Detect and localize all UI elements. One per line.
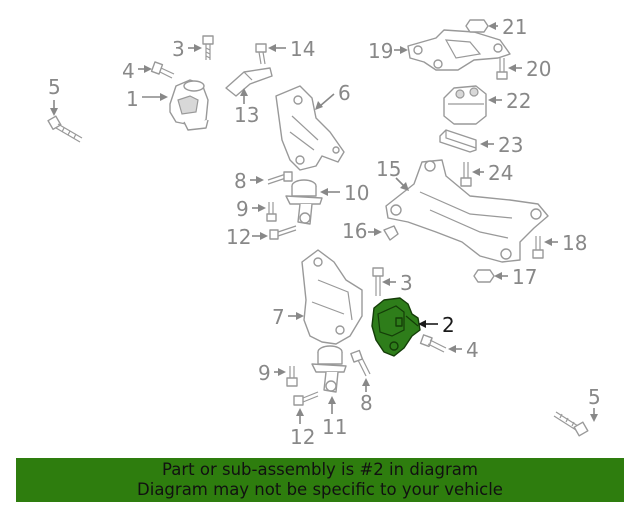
callout-2[interactable]: 2 (418, 313, 455, 337)
part-16-clip (383, 225, 399, 241)
callout-1: 1 (126, 87, 168, 111)
callout-8-lower: 8 (360, 378, 373, 415)
svg-text:6: 6 (338, 81, 351, 105)
svg-text:12: 12 (290, 425, 315, 449)
part-1-engine-mount (169, 79, 209, 131)
part-4-bolt-middle (419, 334, 447, 353)
svg-text:9: 9 (236, 197, 249, 221)
callout-8-upper: 8 (234, 169, 264, 193)
callout-12-upper: 12 (226, 225, 268, 249)
part-23-plate (439, 129, 477, 153)
part-5-bolt-right (553, 411, 589, 437)
svg-text:18: 18 (562, 231, 587, 255)
svg-text:3: 3 (400, 271, 413, 295)
part-2-transmission-mount (371, 297, 421, 357)
callout-5-right: 5 (588, 385, 601, 422)
callout-3-upper: 3 (172, 37, 202, 61)
svg-text:3: 3 (172, 37, 185, 61)
svg-text:19: 19 (368, 39, 393, 63)
part-8-bolt-upper (267, 171, 293, 185)
svg-text:23: 23 (498, 133, 523, 157)
part-21-nut (465, 19, 489, 33)
svg-text:24: 24 (488, 161, 513, 185)
svg-text:20: 20 (526, 57, 551, 81)
callout-9-upper: 9 (236, 197, 266, 221)
callout-4-middle: 4 (448, 338, 479, 362)
svg-text:1: 1 (126, 87, 139, 111)
svg-text:9: 9 (258, 361, 271, 385)
part-8-bolt-lower (350, 349, 371, 377)
part-13-bracket (225, 67, 273, 97)
svg-text:12: 12 (226, 225, 251, 249)
callout-13: 13 (234, 88, 259, 127)
part-7-bracket (301, 249, 363, 345)
part-11-mount (311, 345, 347, 393)
callout-16: 16 (342, 219, 382, 243)
svg-text:8: 8 (234, 169, 247, 193)
part-15-subframe (385, 159, 549, 263)
info-banner: Part or sub-assembly is #2 in diagram Di… (16, 458, 624, 502)
callout-21: 21 (488, 15, 527, 39)
svg-text:5: 5 (588, 385, 601, 409)
part-19-crossmember (407, 29, 511, 71)
part-3-bolt-upper (202, 35, 214, 60)
callout-5-left: 5 (48, 75, 61, 116)
svg-text:15: 15 (376, 157, 401, 181)
svg-text:17: 17 (512, 265, 537, 289)
callout-11: 11 (322, 396, 347, 439)
svg-text:7: 7 (272, 305, 285, 329)
callout-18: 18 (544, 231, 587, 255)
part-24-bolt (460, 162, 472, 187)
part-20-bolt (496, 58, 508, 80)
callout-3-middle: 3 (382, 271, 413, 295)
part-9-bolt-upper (266, 202, 277, 222)
callout-4-upper: 4 (122, 59, 152, 83)
callout-24: 24 (472, 161, 513, 185)
part-10-mount (285, 179, 323, 225)
part-18-bolt (532, 236, 544, 259)
callout-17: 17 (494, 265, 537, 289)
svg-text:4: 4 (466, 338, 479, 362)
banner-line-2: Diagram may not be specific to your vehi… (137, 480, 503, 499)
part-14-bolt (255, 43, 267, 65)
svg-text:16: 16 (342, 219, 367, 243)
svg-text:22: 22 (506, 89, 531, 113)
svg-text:21: 21 (502, 15, 527, 39)
part-9-bolt-lower (286, 366, 298, 387)
svg-text:11: 11 (322, 415, 347, 439)
part-17-nut (473, 269, 495, 283)
svg-text:13: 13 (234, 103, 259, 127)
part-5-bolt-left (47, 115, 83, 143)
callout-14: 14 (268, 37, 315, 61)
svg-text:8: 8 (360, 391, 373, 415)
part-12-bolt-lower (293, 391, 319, 406)
callout-10: 10 (320, 181, 369, 205)
banner-line-1: Part or sub-assembly is #2 in diagram (162, 460, 478, 479)
part-12-bolt-upper (269, 225, 297, 240)
svg-text:5: 5 (48, 75, 61, 99)
callout-7: 7 (272, 305, 304, 329)
part-3-bolt-middle (372, 267, 384, 296)
callout-15: 15 (376, 157, 409, 191)
callout-9-lower: 9 (258, 361, 286, 385)
part-22-mount (443, 85, 487, 125)
callout-22: 22 (488, 89, 531, 113)
callout-6: 6 (315, 81, 351, 110)
callout-19: 19 (368, 39, 408, 63)
callout-12-lower: 12 (290, 408, 315, 449)
part-4-bolt-upper (150, 61, 175, 79)
svg-text:4: 4 (122, 59, 135, 83)
callout-23: 23 (480, 133, 523, 157)
svg-text:2: 2 (442, 313, 455, 337)
svg-text:14: 14 (290, 37, 315, 61)
part-6-bracket (275, 85, 345, 171)
callout-20: 20 (508, 57, 551, 81)
svg-text:10: 10 (344, 181, 369, 205)
